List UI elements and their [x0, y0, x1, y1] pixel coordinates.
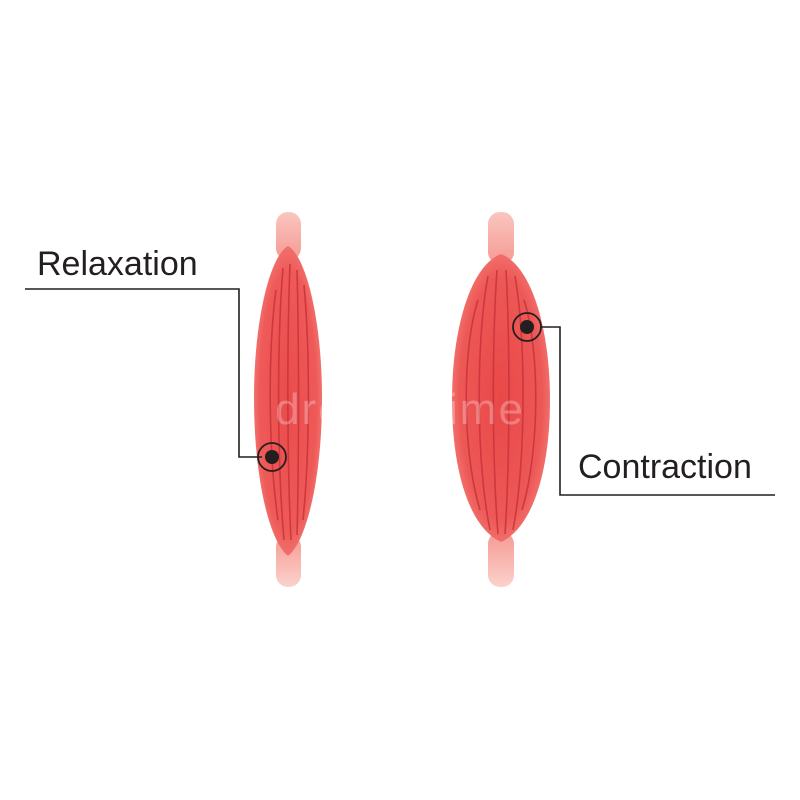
relaxed-muscle [254, 212, 322, 587]
relaxation-marker-ring [257, 442, 287, 472]
contraction-callout: Contraction [512, 312, 775, 496]
contracted-top-tendon [488, 212, 514, 264]
contraction-marker-ring [512, 312, 542, 342]
contraction-marker-dot [520, 320, 534, 334]
relaxation-label: Relaxation [37, 245, 198, 283]
relaxation-callout: Relaxation [25, 245, 287, 472]
relaxed-muscle-fibers [269, 263, 310, 541]
relaxation-leader-line [25, 288, 262, 458]
watermark-text: dreamstime [275, 385, 525, 434]
contracted-bottom-tendon [488, 532, 514, 587]
contraction-label: Contraction [578, 448, 752, 486]
relaxed-top-tendon [276, 212, 301, 260]
contraction-leader-line [540, 326, 775, 496]
relaxation-marker-dot [265, 450, 279, 464]
